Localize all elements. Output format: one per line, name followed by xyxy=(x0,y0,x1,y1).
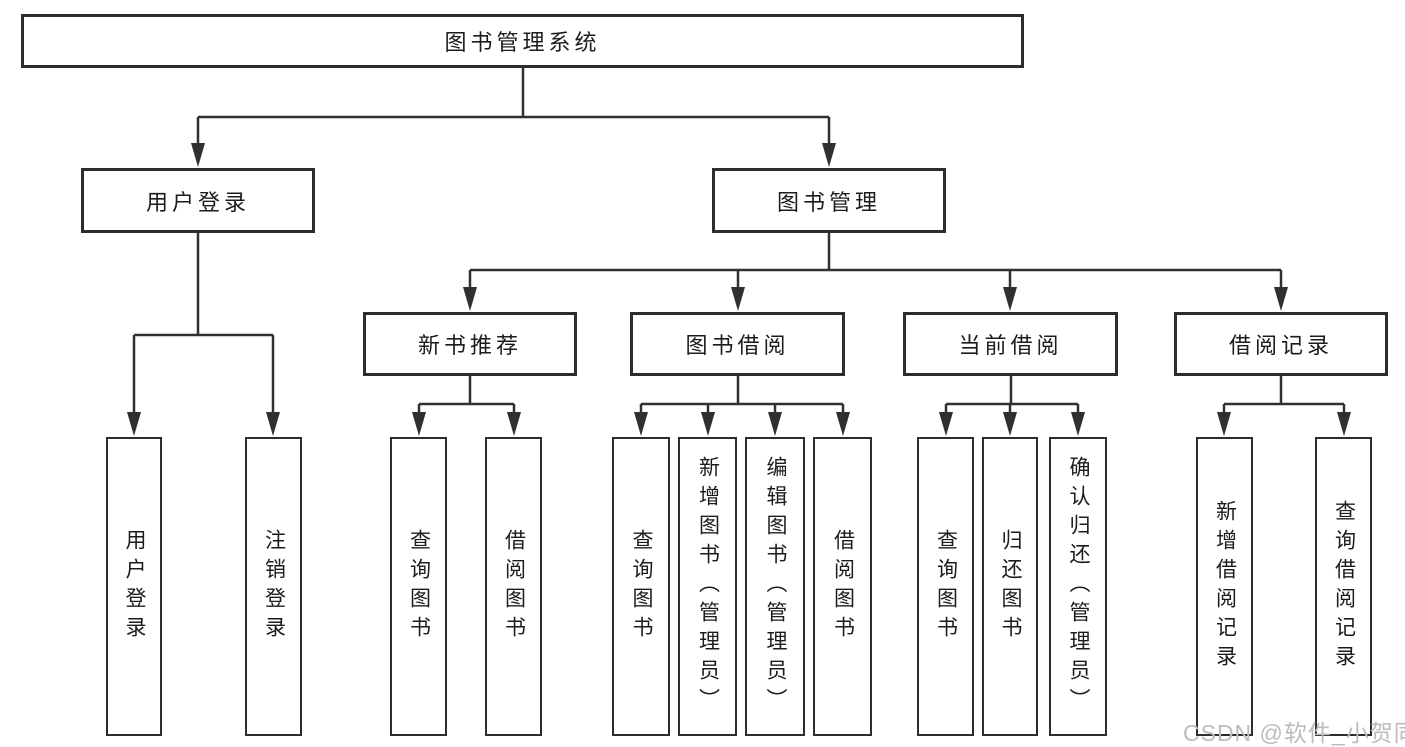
leaf-query-borrow-record: 查询借阅记录 xyxy=(1315,437,1372,736)
arrowheads xyxy=(127,143,1351,436)
leaf-borrow-books-recommend: 借阅图书 xyxy=(485,437,542,736)
leaf-edit-book-admin: 编辑图书（管理员） xyxy=(745,437,805,736)
node-book-borrowing: 图书借阅 xyxy=(630,312,845,376)
node-book-management: 图书管理 xyxy=(712,168,946,233)
leaf-query-books-current: 查询图书 xyxy=(917,437,974,736)
leaf-borrow-books-borrow: 借阅图书 xyxy=(813,437,872,736)
csdn-watermark: CSDN @软件_小贺同学 xyxy=(1183,720,1405,746)
leaf-query-books-recommend: 查询图书 xyxy=(390,437,447,736)
node-new-book-recommendation: 新书推荐 xyxy=(363,312,577,376)
leaf-user-login: 用户登录 xyxy=(106,437,162,736)
node-current-borrowing: 当前借阅 xyxy=(903,312,1118,376)
leaf-confirm-return-admin: 确认归还（管理员） xyxy=(1049,437,1107,736)
leaf-query-books-borrow: 查询图书 xyxy=(612,437,670,736)
node-user-login: 用户登录 xyxy=(81,168,315,233)
leaf-logout: 注销登录 xyxy=(245,437,302,736)
node-library-management-system: 图书管理系统 xyxy=(21,14,1024,68)
leaf-add-borrow-record: 新增借阅记录 xyxy=(1196,437,1253,736)
leaf-return-book: 归还图书 xyxy=(982,437,1038,736)
node-borrowing-records: 借阅记录 xyxy=(1174,312,1388,376)
leaf-add-book-admin: 新增图书（管理员） xyxy=(678,437,737,736)
